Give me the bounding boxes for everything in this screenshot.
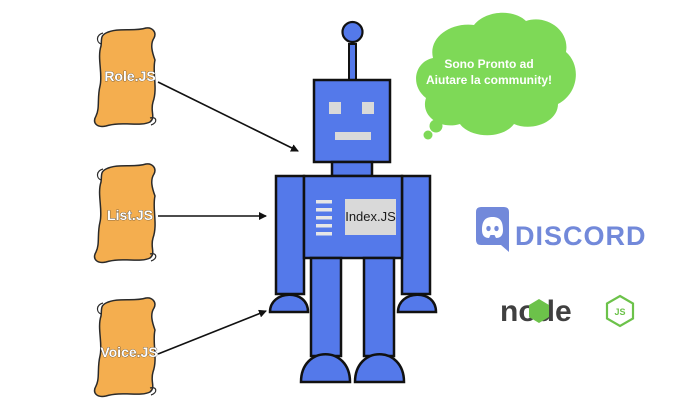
robot-antenna [348, 43, 357, 81]
robot: Index.JS [268, 20, 438, 384]
robot-neck [330, 160, 374, 178]
scroll-paper [93, 163, 156, 264]
scroll-label: Role.JS [104, 68, 155, 84]
robot-hand-right [396, 293, 438, 314]
robot-arm-right [400, 174, 432, 296]
robot-head [312, 78, 392, 164]
robot-screen [345, 199, 396, 235]
scroll-label: List.JS [107, 207, 153, 223]
discord-controller-icon [482, 217, 503, 238]
nodejs-badge-label: JS [614, 307, 625, 317]
nodejs-logo: node JS [500, 294, 635, 328]
speech-bubble: Sono Pronto ad Aiutare la community! [416, 12, 576, 140]
scroll-voice: Voice.JS [93, 297, 158, 398]
nodejs-badge-hexagon [605, 294, 635, 328]
robot-vent [316, 208, 332, 212]
discord-logo: DISCORD [476, 207, 647, 252]
robot-mouth [335, 132, 371, 140]
robot-eye-right [362, 102, 374, 114]
robot-hand-left [268, 293, 310, 314]
arrow-role [157, 81, 299, 152]
robot-vent [316, 200, 332, 204]
scroll-list: List.JS [93, 163, 157, 264]
scroll-paper [93, 297, 156, 398]
robot-vent [316, 224, 332, 228]
robot-leg-left [309, 256, 343, 358]
nodejs-hexagon [529, 299, 549, 323]
arrow-voice [157, 309, 267, 355]
speech-bubble-line-1: Sono Pronto ad [444, 57, 533, 71]
robot-foot-right [353, 353, 406, 384]
robot-screen-label: Index.JS [345, 209, 396, 224]
scroll-label: Voice.JS [100, 344, 157, 360]
robot-vent [316, 216, 332, 220]
speech-bubble-tail [423, 130, 433, 140]
speech-bubble-line-2: Aiutare la community! [426, 73, 552, 87]
robot-foot-left [299, 353, 352, 384]
robot-arm-left [274, 174, 306, 296]
robot-eye-left [329, 102, 341, 114]
speech-bubble-tail [429, 119, 443, 133]
scroll-paper [93, 27, 156, 128]
discord-wordmark: DISCORD [515, 221, 647, 251]
robot-antenna-ball [341, 20, 364, 44]
speech-bubble-cloud [416, 12, 576, 136]
scroll-role: Role.JS [93, 27, 157, 128]
robot-vent [316, 232, 332, 236]
robot-leg-right [362, 256, 396, 358]
